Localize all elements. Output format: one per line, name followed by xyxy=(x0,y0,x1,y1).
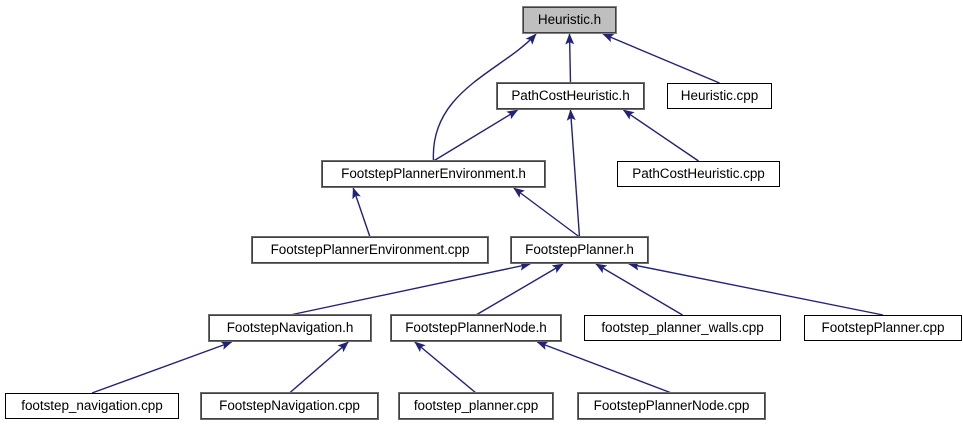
graph-edge-footstepplannernode_cpp-to-footstepplannernode_h xyxy=(536,341,672,394)
graph-node-footstep_planner_cpp[interactable]: footstep_planner.cpp xyxy=(399,393,553,419)
graph-edge-footstep_planner_cpp-to-footstepplannernode_h xyxy=(414,341,477,394)
graph-node-label: footstep_navigation.cpp xyxy=(21,398,163,414)
graph-node-label: footstep_planner_walls.cpp xyxy=(601,320,764,336)
graph-node-label: PathCostHeuristic.h xyxy=(511,88,630,104)
graph-edge-heuristic_cpp-to-heuristic_h xyxy=(602,33,720,84)
graph-node-heuristic_cpp[interactable]: Heuristic.cpp xyxy=(667,83,772,109)
graph-node-label: FootstepPlannerEnvironment.cpp xyxy=(270,242,470,258)
graph-node-footstepplanner_h[interactable]: FootstepPlanner.h xyxy=(511,237,648,263)
graph-node-footstepnavigation_cpp[interactable]: FootstepNavigation.cpp xyxy=(201,393,378,419)
graph-node-label: Heuristic.h xyxy=(537,12,602,28)
graph-edge-footstep_planner_walls_cpp-to-footstepplanner_h xyxy=(595,263,683,316)
graph-edge-footstepnavigation_cpp-to-footstepnavigation_h xyxy=(289,341,349,394)
graph-node-footstepplannernode_cpp[interactable]: FootstepPlannerNode.cpp xyxy=(578,393,765,419)
graph-node-footstep_navigation_cpp[interactable]: footstep_navigation.cpp xyxy=(5,393,179,419)
graph-edge-footstepplannerenvironment_cpp-to-footstepplannerenvironment_h xyxy=(352,187,371,238)
graph-node-label: FootstepPlanner.cpp xyxy=(821,320,945,336)
graph-node-footstep_planner_walls_cpp[interactable]: footstep_planner_walls.cpp xyxy=(584,315,781,341)
graph-node-label: FootstepNavigation.cpp xyxy=(219,398,360,414)
graph-node-heuristic_h[interactable]: Heuristic.h xyxy=(522,6,617,34)
graph-edge-footstepplanner_cpp-to-footstepplanner_h xyxy=(628,261,884,316)
graph-edge-footstepplannerenvironment_h-to-heuristic_h xyxy=(432,33,537,162)
graph-edge-footstepplanner_h-to-footstepplannerenvironment_h xyxy=(513,187,580,238)
graph-node-pathcostheuristic_cpp[interactable]: PathCostHeuristic.cpp xyxy=(617,161,780,187)
graph-node-label: FootstepPlanner.h xyxy=(525,242,634,258)
graph-node-footstepplanner_cpp[interactable]: FootstepPlanner.cpp xyxy=(804,315,962,341)
graph-edge-footstepplanner_h-to-pathcostheuristic_h xyxy=(566,109,581,238)
graph-node-footstepnavigation_h[interactable]: FootstepNavigation.h xyxy=(209,315,371,341)
graph-edge-footstep_navigation_cpp-to-footstepnavigation_h xyxy=(91,341,233,394)
graph-node-label: FootstepNavigation.h xyxy=(226,320,354,336)
graph-node-label: Heuristic.cpp xyxy=(680,88,759,104)
graph-node-label: PathCostHeuristic.cpp xyxy=(632,166,765,182)
graph-node-footstepplannerenvironment_cpp[interactable]: FootstepPlannerEnvironment.cpp xyxy=(252,237,488,263)
graph-node-label: footstep_planner.cpp xyxy=(413,398,539,414)
graph-node-footstepplannernode_h[interactable]: FootstepPlannerNode.h xyxy=(391,315,561,341)
graph-edge-pathcostheuristic_h-to-heuristic_h xyxy=(565,33,575,84)
graph-edge-footstepnavigation_h-to-footstepplanner_h xyxy=(289,261,531,316)
graph-node-label: FootstepPlannerNode.h xyxy=(405,320,547,336)
graph-node-footstepplannerenvironment_h[interactable]: FootstepPlannerEnvironment.h xyxy=(322,161,545,187)
graph-edge-footstepplannerenvironment_h-to-pathcostheuristic_h xyxy=(433,109,519,162)
graph-edge-pathcostheuristic_cpp-to-pathcostheuristic_h xyxy=(622,109,699,162)
graph-edge-footstepplannernode_h-to-footstepplanner_h xyxy=(475,263,564,316)
graph-node-label: FootstepPlannerNode.cpp xyxy=(593,398,750,414)
graph-node-pathcostheuristic_h[interactable]: PathCostHeuristic.h xyxy=(497,83,644,109)
graph-node-label: FootstepPlannerEnvironment.h xyxy=(341,166,526,182)
